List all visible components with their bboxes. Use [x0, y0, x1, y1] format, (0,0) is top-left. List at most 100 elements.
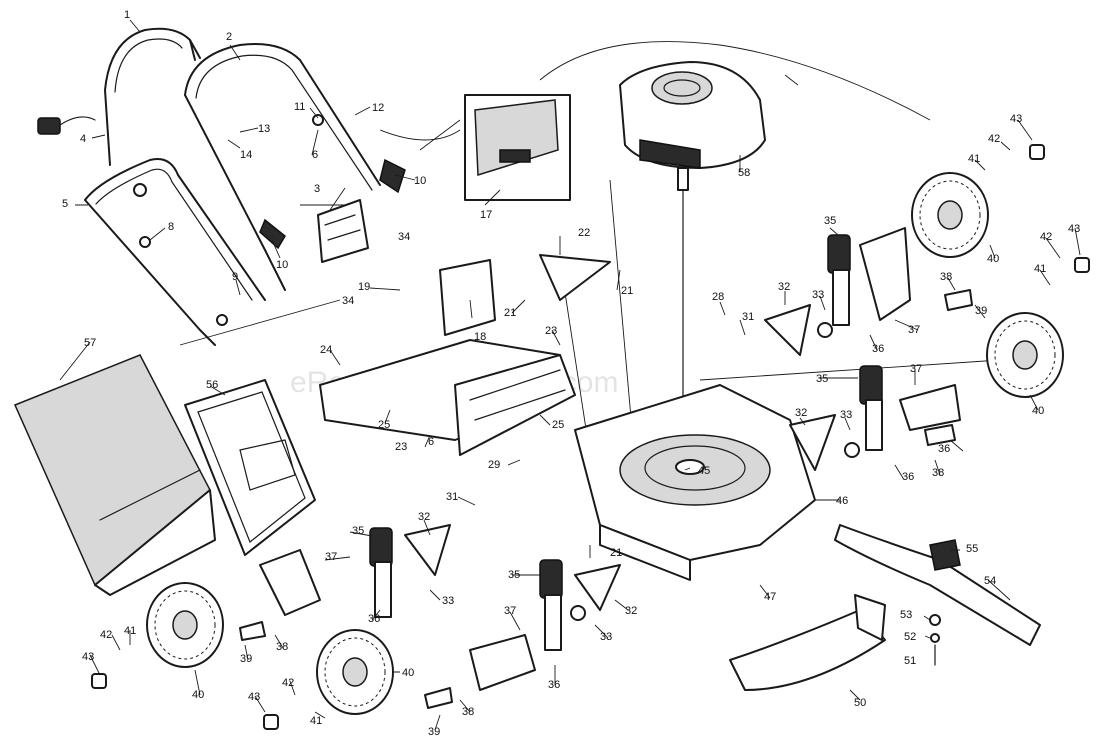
callout-31: 31	[446, 491, 458, 503]
bag-frame-part	[184, 379, 316, 556]
callout-labels: 1 2 3 4 5 6 6 8 9 10 10 11 12 13 14 17 1…	[62, 9, 1080, 738]
callout-6: 6	[312, 149, 318, 161]
callout-39: 39	[240, 653, 252, 665]
callout-52: 52	[904, 631, 916, 643]
mower-deck-part	[574, 384, 816, 581]
callout-40: 40	[1032, 405, 1044, 417]
callout-36: 36	[872, 343, 884, 355]
callout-57: 57	[84, 337, 96, 349]
assembly-guide-line	[379, 41, 931, 151]
callout-41: 41	[1034, 263, 1046, 275]
callout-8: 8	[168, 221, 174, 233]
wheel-front-right	[986, 312, 1064, 398]
callout-38: 38	[932, 467, 944, 479]
wheel-rear-right	[911, 172, 989, 258]
callout-29: 29	[488, 459, 500, 471]
callout-3: 3	[314, 183, 320, 195]
callout-12: 12	[372, 102, 384, 114]
callout-36: 36	[902, 471, 914, 483]
callout-18: 18	[474, 331, 486, 343]
callout-10: 10	[276, 259, 288, 271]
callout-38: 38	[462, 706, 474, 718]
callout-11: 11	[294, 101, 305, 113]
callout-21: 21	[610, 547, 622, 559]
callout-54: 54	[984, 575, 996, 587]
cable-guide-part	[317, 199, 369, 263]
callout-1: 1	[124, 9, 130, 21]
callout-35: 35	[352, 525, 364, 537]
callout-43: 43	[1010, 113, 1022, 125]
callout-39: 39	[428, 726, 440, 738]
callout-37: 37	[325, 551, 337, 563]
callout-38: 38	[276, 641, 288, 653]
callout-33: 33	[442, 595, 454, 607]
assembly-guide-line	[179, 179, 1001, 521]
callout-43: 43	[82, 651, 94, 663]
callout-24: 24	[320, 344, 332, 356]
grass-bag-part	[13, 354, 216, 596]
callout-34: 34	[342, 295, 354, 307]
callout-47: 47	[764, 591, 776, 603]
callout-35: 35	[508, 569, 520, 581]
callout-2: 2	[226, 31, 232, 43]
callout-36: 36	[368, 613, 380, 625]
callout-4: 4	[80, 133, 86, 145]
callout-10: 10	[414, 175, 426, 187]
callout-33: 33	[840, 409, 852, 421]
middle-handle-part	[184, 43, 406, 291]
callout-23: 23	[545, 325, 557, 337]
rear-door-assembly-part	[319, 254, 611, 456]
callout-35: 35	[816, 373, 828, 385]
callout-46: 46	[836, 495, 848, 507]
height-adjuster-part	[369, 234, 883, 651]
callout-37: 37	[504, 605, 516, 617]
blade-part	[834, 524, 1041, 646]
callout-51: 51	[904, 655, 916, 667]
callout-17: 17	[480, 209, 492, 221]
callout-32: 32	[778, 281, 790, 293]
callout-45: 45	[698, 465, 710, 477]
callout-43: 43	[248, 691, 260, 703]
callout-50: 50	[854, 697, 866, 709]
callout-42: 42	[988, 133, 1000, 145]
callout-40: 40	[987, 253, 999, 265]
callout-21: 21	[621, 285, 633, 297]
callout-32: 32	[625, 605, 637, 617]
callout-33: 33	[812, 289, 824, 301]
callout-25: 25	[552, 419, 564, 431]
callout-53: 53	[900, 609, 912, 621]
callout-31: 31	[742, 311, 754, 323]
callout-23: 23	[395, 441, 407, 453]
wheel-rear-left	[146, 582, 224, 668]
engine-part	[619, 61, 766, 431]
callout-33: 33	[600, 631, 612, 643]
callout-13: 13	[258, 123, 270, 135]
callout-55: 55	[966, 543, 978, 555]
callout-39: 39	[975, 305, 987, 317]
callout-34: 34	[398, 231, 410, 243]
adjuster-plate-part	[404, 304, 836, 611]
callout-41: 41	[310, 715, 322, 727]
hardware-parts	[91, 114, 1090, 730]
callout-37: 37	[908, 324, 920, 336]
callout-42: 42	[100, 629, 112, 641]
callout-6: 6	[428, 436, 434, 448]
callout-19: 19	[358, 281, 370, 293]
callout-32: 32	[418, 511, 430, 523]
callout-38: 38	[940, 271, 952, 283]
deflector-plate-part	[729, 594, 886, 691]
control-panel-part	[464, 94, 571, 201]
callout-9: 9	[232, 271, 238, 283]
callout-5: 5	[62, 198, 68, 210]
upper-handle-part	[37, 27, 201, 166]
callout-leaders	[59, 19, 1081, 731]
callout-40: 40	[402, 667, 414, 679]
callout-37: 37	[910, 363, 922, 375]
callout-28: 28	[712, 291, 724, 303]
callout-21: 21	[504, 307, 516, 319]
callout-42: 42	[1040, 231, 1052, 243]
callout-22: 22	[578, 227, 590, 239]
callout-35: 35	[824, 215, 836, 227]
callout-58: 58	[738, 167, 750, 179]
axle-bracket-part	[259, 227, 961, 691]
